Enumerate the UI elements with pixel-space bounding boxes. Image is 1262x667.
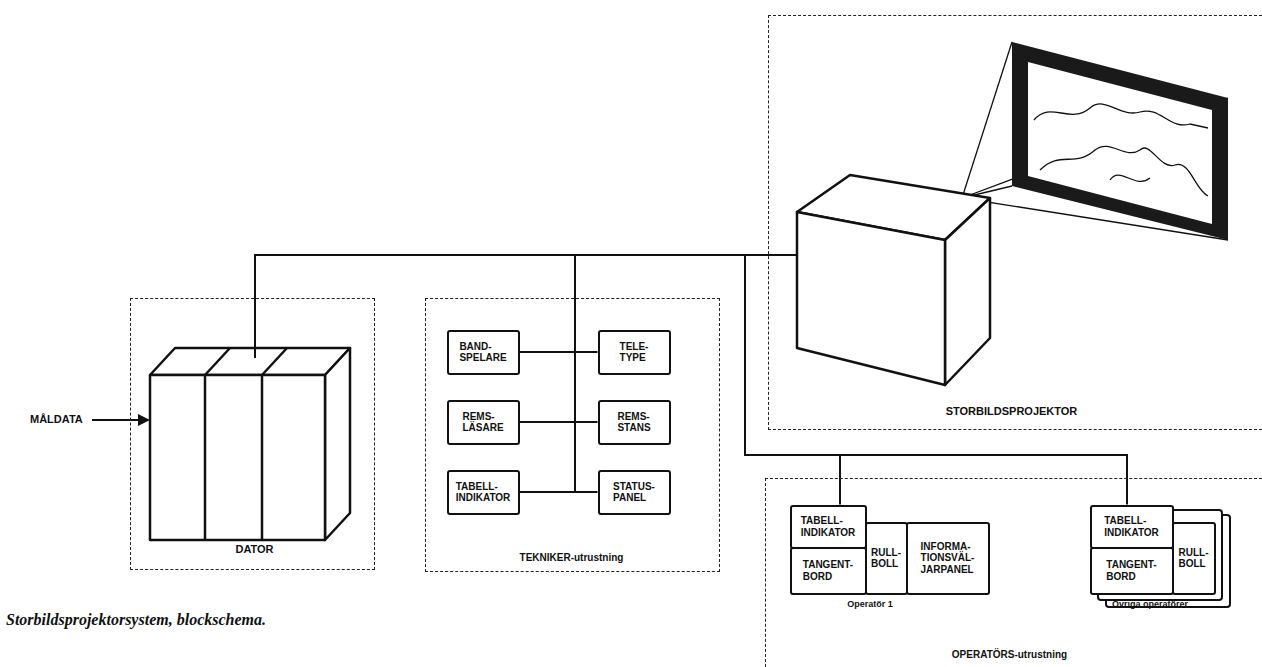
bus-connector: [255, 255, 768, 298]
projector-body: [797, 175, 990, 385]
box-label: STATUS- PANEL: [613, 481, 655, 504]
map-coastline: [1040, 146, 1208, 196]
computer-cabinet: [150, 348, 350, 540]
device-box: STATUS- PANEL: [598, 470, 671, 515]
bus-connector: [255, 255, 575, 352]
input-label: MÅLDATA: [30, 413, 83, 425]
bus-connector: [255, 255, 575, 422]
box-label: INFORMA- TIONSVÄL- JARPANEL: [921, 541, 975, 576]
projection-beam: [962, 42, 1228, 240]
device-box: TELE- TYPE: [598, 330, 671, 375]
dashed-group: OPERATÖRS-utrustning TABELL- INDIKATOR TAN…: [765, 478, 1262, 667]
device-box: TABELL- INDIKATOR: [447, 470, 520, 515]
cabinet-panel-line: [205, 348, 230, 375]
bus-wire: [254, 298, 256, 358]
box-label: TABELL- INDIKATOR: [801, 515, 856, 538]
device-box: BAND- SPELARE: [447, 330, 520, 375]
figure-caption: Storbildsprojektorsystem, blockschema.: [6, 611, 266, 629]
operator-label: Operatör 1: [847, 600, 893, 610]
device-box: TANGENT- BORD: [790, 547, 867, 595]
input-arrowhead: [138, 414, 150, 426]
box-label: BAND- SPELARE: [459, 341, 506, 364]
cabinet-front: [150, 375, 325, 540]
cabinet-panel-line: [261, 375, 264, 540]
device-box: TANGENT- BORD: [1090, 547, 1174, 595]
screen-surface: [1028, 62, 1212, 224]
projector-side: [945, 198, 990, 385]
screen-frame: [1012, 42, 1228, 240]
box-label: TABELL- INDIKATOR: [1104, 515, 1159, 538]
dashed-group: TEKNIKER-utrustning BAND- SPELARE TELE- TY…: [425, 298, 720, 572]
map-coastline: [1034, 104, 1208, 128]
map-coastline: [1110, 175, 1150, 181]
device-box: TABELL- INDIKATOR: [1090, 505, 1174, 549]
bus-connector: [255, 255, 840, 505]
device-box: RULL- BOLL: [865, 522, 908, 595]
box-label: RULL- BOLL: [1179, 547, 1209, 570]
cabinet-panel-line: [262, 348, 287, 375]
box-label: REMS- LÄSARE: [462, 411, 503, 434]
bus-wire: [768, 254, 798, 256]
cabinet-panel-line: [204, 375, 207, 540]
group-label: STORBILDSPROJEKTOR: [946, 404, 1078, 416]
cabinet-side: [325, 348, 350, 540]
bus-connector: [255, 255, 598, 422]
beam-line: [962, 42, 1012, 198]
device-box: INFORMA- TIONSVÄL- JARPANEL: [906, 522, 990, 595]
input-arrow: [92, 419, 140, 421]
device-box: TABELL- INDIKATOR: [790, 505, 867, 549]
device-box: RULL- BOLL: [1172, 522, 1216, 595]
box-label: TABELL- INDIKATOR: [456, 481, 511, 504]
operator-label: Övriga operatörer: [1112, 600, 1188, 610]
cabinet-top: [150, 348, 350, 375]
bus-connector: [255, 255, 598, 492]
box-label: REMS- STANS: [617, 411, 650, 434]
device-box: REMS- LÄSARE: [447, 400, 520, 445]
group-label: DATOR: [235, 542, 273, 554]
box-label: TELE- TYPE: [620, 341, 649, 364]
projector-front: [797, 212, 945, 385]
box-label: RULL- BOLL: [871, 547, 901, 570]
projection-screen: [1012, 42, 1228, 240]
group-label: OPERATÖRS-utrustning: [952, 648, 1067, 659]
device-box: REMS- STANS: [598, 400, 671, 445]
box-label: TANGENT- BORD: [803, 559, 853, 582]
bus-connector: [255, 255, 575, 492]
group-label: TEKNIKER-utrustning: [520, 551, 624, 562]
box-label: TANGENT- BORD: [1106, 559, 1156, 582]
dashed-group: STORBILDSPROJEKTOR: [768, 15, 1262, 430]
bus-connector: [255, 255, 598, 352]
bus-connector: [255, 255, 1127, 505]
dashed-group: DATOR: [130, 298, 375, 570]
